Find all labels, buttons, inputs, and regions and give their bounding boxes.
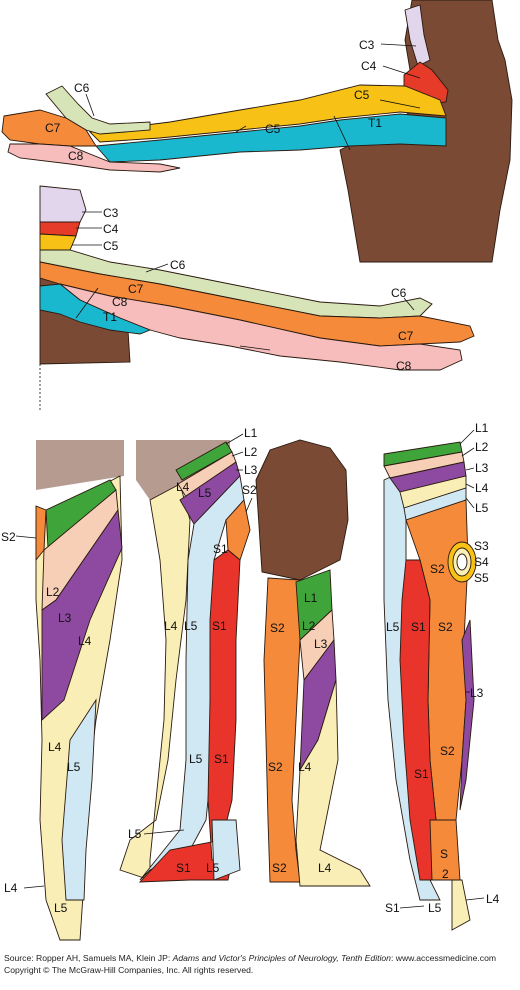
label-s2-medial: S2 [242,483,257,497]
label-l2-medial: L2 [244,445,258,459]
dermatome-s2-medial [225,499,251,561]
label-l4-front: L4 [78,634,92,648]
dermatome-c5-arm [89,84,447,143]
dermatome-t1-arm [95,113,447,163]
label-s4-back: S4 [474,555,489,569]
label-2-heel-back: 2 [442,867,449,881]
label-t1-front: T1 [368,116,382,130]
label-l4-low-front: L4 [48,740,62,754]
label-c3-back: C3 [103,206,119,220]
source-line-1: Source: Ropper AH, Samuels MA, Klein JP:… [4,953,497,963]
label-l5-ankle-medial: L5 [128,827,142,841]
label-l2-post-medial: L2 [302,619,316,633]
dermatome-l5-front [61,698,97,901]
dermatome-l4-foot-back [451,879,471,931]
label-c8-front: C8 [68,149,84,163]
label-s1-thigh-back: S1 [411,620,426,634]
label-l5-heel-medial: L5 [206,861,220,875]
label-l1-post-medial: L1 [304,591,318,605]
label-l5-front: L5 [67,760,81,774]
label-s1-low-medial: S1 [214,752,229,766]
label-c8-hand: C8 [396,359,412,373]
label-l5-medial: L5 [198,486,212,500]
arm-back-panel: C3 C4 C5 C6 C7 C8 T1 C6 C7 C8 [39,185,475,410]
leg-front-skin [36,440,124,490]
source-footer: Source: Ropper AH, Samuels MA, Klein JP:… [4,953,516,976]
leg-post-medial-panel: L1 L2 L3 S2 S2 L4 S2 L4 [255,439,371,887]
label-c4-front: C4 [361,59,377,73]
label-c5-back: C5 [103,239,119,253]
label-l1-back: L1 [475,421,489,435]
label-l4-foot-post-medial: L4 [318,861,332,875]
label-l3-back: L3 [475,461,489,475]
dermatome-c5-back [39,233,77,251]
label-s2-mid-post-medial: S2 [268,760,283,774]
dermatome-l3-front [41,508,123,722]
label-s2-heel-post-medial: S2 [272,861,287,875]
label-s2-calf-back: S2 [440,744,455,758]
dermatome-c3-back [39,185,87,223]
dermatome-diagram: C3 C4 C6 C7 C5 C5 T1 C8 C3 C [1,0,513,941]
arm-front-panel: C3 C4 C6 C7 C5 C5 T1 C8 [1,0,513,263]
copyright-line: Copyright © The McGraw-Hill Companies, I… [4,964,254,975]
label-c5-front: C5 [265,122,281,136]
dermatome-l3-calf-back [459,619,475,811]
label-l3-post-medial: L3 [314,637,328,651]
label-s2-post-medial: S2 [270,621,285,635]
label-l5-thigh-back: L5 [386,620,400,634]
label-s2-front: S2 [1,530,16,544]
label-s1-foot-back: S1 [385,901,400,915]
dermatome-c8-arm [7,143,181,173]
label-l2-back: L2 [475,440,489,454]
label-s1-mid-medial: S1 [212,619,227,633]
label-c6-back: C6 [170,258,186,272]
label-s2-butt-back: S2 [430,562,445,576]
label-l4-foot-front: L4 [4,881,18,895]
label-c6-hand: C6 [391,286,407,300]
label-c4-back: C4 [103,222,119,236]
label-s2-thigh-back: S2 [438,620,453,634]
label-l2-front: L2 [46,585,60,599]
label-l5-low-medial: L5 [189,752,203,766]
label-l4-back: L4 [475,481,489,495]
label-l5-foot-front: L5 [54,901,68,915]
dermatome-s1-medial [138,549,241,883]
label-l4-foot-back: L4 [486,892,500,906]
label-c3-front: C3 [359,38,375,52]
label-l3-front: L3 [58,611,72,625]
label-s1-heel-medial: S1 [176,861,191,875]
label-s5-back: S5 [474,571,489,585]
label-l5-back: L5 [475,501,489,515]
label-l1-medial: L1 [244,426,258,440]
label-l3-calf-back: L3 [470,686,484,700]
label-s1-medial: S1 [213,542,228,556]
label-c7-front: C7 [45,121,61,135]
label-c7-back: C7 [128,282,144,296]
label-c5b-front: C5 [354,88,370,102]
label-s1-calf-back: S1 [414,767,429,781]
dermatome-c7-hand [1,109,97,147]
label-l3-medial: L3 [244,463,258,477]
dermatome-t1-back [39,283,152,335]
dermatome-l5-heel [211,819,241,881]
label-c8-back: C8 [112,295,128,309]
label-l5-mid-medial: L5 [184,619,198,633]
label-l4-post-medial: L4 [298,760,312,774]
label-s-heel-back: S [440,847,448,861]
label-l5-foot-back: L5 [428,901,442,915]
dermatome-l4-medial [119,483,191,881]
dermatome-s5-back [456,553,468,571]
label-c7-hand: C7 [398,329,414,343]
dermatome-l4-post-medial [295,679,371,887]
buttock-skin [255,439,349,581]
label-c6-front: C6 [74,81,90,95]
label-l4-medial: L4 [176,480,190,494]
label-l4-mid-medial: L4 [164,619,178,633]
label-t1-back: T1 [103,310,117,324]
label-s3-back: S3 [474,539,489,553]
dermatome-c3-neck [404,4,431,67]
leg-medial-panel: L1 L2 L3 S2 L4 L5 S1 L4 L5 S1 L5 S1 L5 S… [119,426,258,883]
leg-front-panel: S2 L2 L3 L4 L4 L5 L4 L5 [1,440,124,941]
leg-back-panel: L1 L2 L3 L4 L5 S3 S4 S5 S2 L5 S1 S2 L3 S… [383,421,500,931]
